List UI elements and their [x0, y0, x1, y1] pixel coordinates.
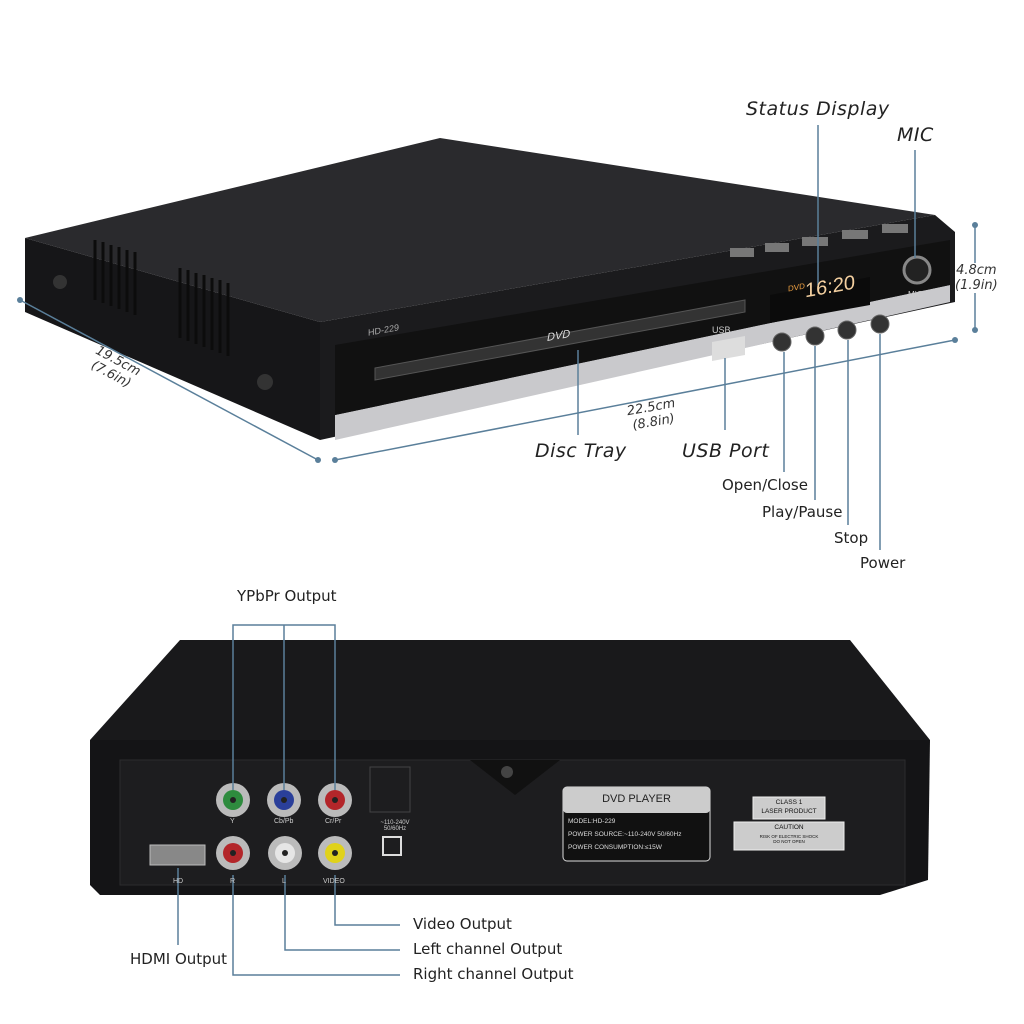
jack-l-pin — [282, 850, 288, 856]
label-power: Power — [860, 554, 906, 572]
usb-print: USB — [712, 325, 731, 335]
nameplate-title: DVD PLAYER — [602, 793, 671, 805]
laser-class: CLASS 1 — [775, 799, 803, 806]
jack-r: R — [230, 878, 236, 885]
caution-warning: RISK OF ELECTRIC SHOCK DO NOT OPEN — [759, 834, 819, 844]
front-dvd-player — [25, 138, 955, 440]
label-disc-tray: Disc Tray — [535, 440, 627, 462]
jack-video: VIDEO — [323, 878, 345, 885]
nameplate-model: MODEL:HD-229 — [568, 818, 616, 825]
jack-crpr: Cr/Pr — [325, 818, 342, 825]
height-dimension: 4.8cm(1.9in) — [955, 263, 998, 293]
nameplate-source: POWER SOURCE:~110-240V 50/60Hz — [568, 831, 682, 838]
label-stop: Stop — [834, 529, 869, 547]
jack-video-pin — [332, 850, 338, 856]
jack-crpr-pin — [332, 797, 338, 803]
jacks — [216, 783, 352, 870]
jack-hd: HD — [173, 878, 184, 885]
label-video-output: Video Output — [413, 915, 512, 933]
jack-y-pin — [230, 797, 236, 803]
label-right-output: Right channel Output — [413, 965, 574, 983]
back-dvd-player — [90, 640, 930, 895]
label-play-pause: Play/Pause — [762, 503, 843, 521]
laser-product: LASER PRODUCT — [761, 808, 817, 815]
height-in: (1.9in) — [955, 278, 998, 293]
jack-y: Y — [230, 818, 235, 825]
mic-print: MIC — [908, 290, 923, 299]
height-cm: 4.8cm — [956, 263, 997, 278]
jack-l: L — [282, 878, 286, 885]
label-status-display: Status Display — [746, 98, 890, 120]
callout-lines — [19, 125, 976, 976]
label-open-close: Open/Close — [722, 476, 808, 494]
jack-cbpb: Cb/Pb — [274, 818, 294, 825]
label-ypbpr-output: YPbPr Output — [237, 587, 337, 605]
power-rating: ~110-240V 50/60Hz — [380, 820, 410, 832]
jack-cbpb-pin — [281, 797, 287, 803]
label-usb-port: USB Port — [682, 440, 770, 462]
caution-label: CAUTION — [774, 824, 804, 831]
label-hdmi-output: HDMI Output — [130, 950, 228, 968]
label-left-output: Left channel Output — [413, 940, 563, 958]
jack-r-pin — [230, 850, 236, 856]
label-mic: MIC — [897, 124, 934, 146]
nameplate-consumption: POWER CONSUMPTION:≤15W — [568, 844, 662, 851]
